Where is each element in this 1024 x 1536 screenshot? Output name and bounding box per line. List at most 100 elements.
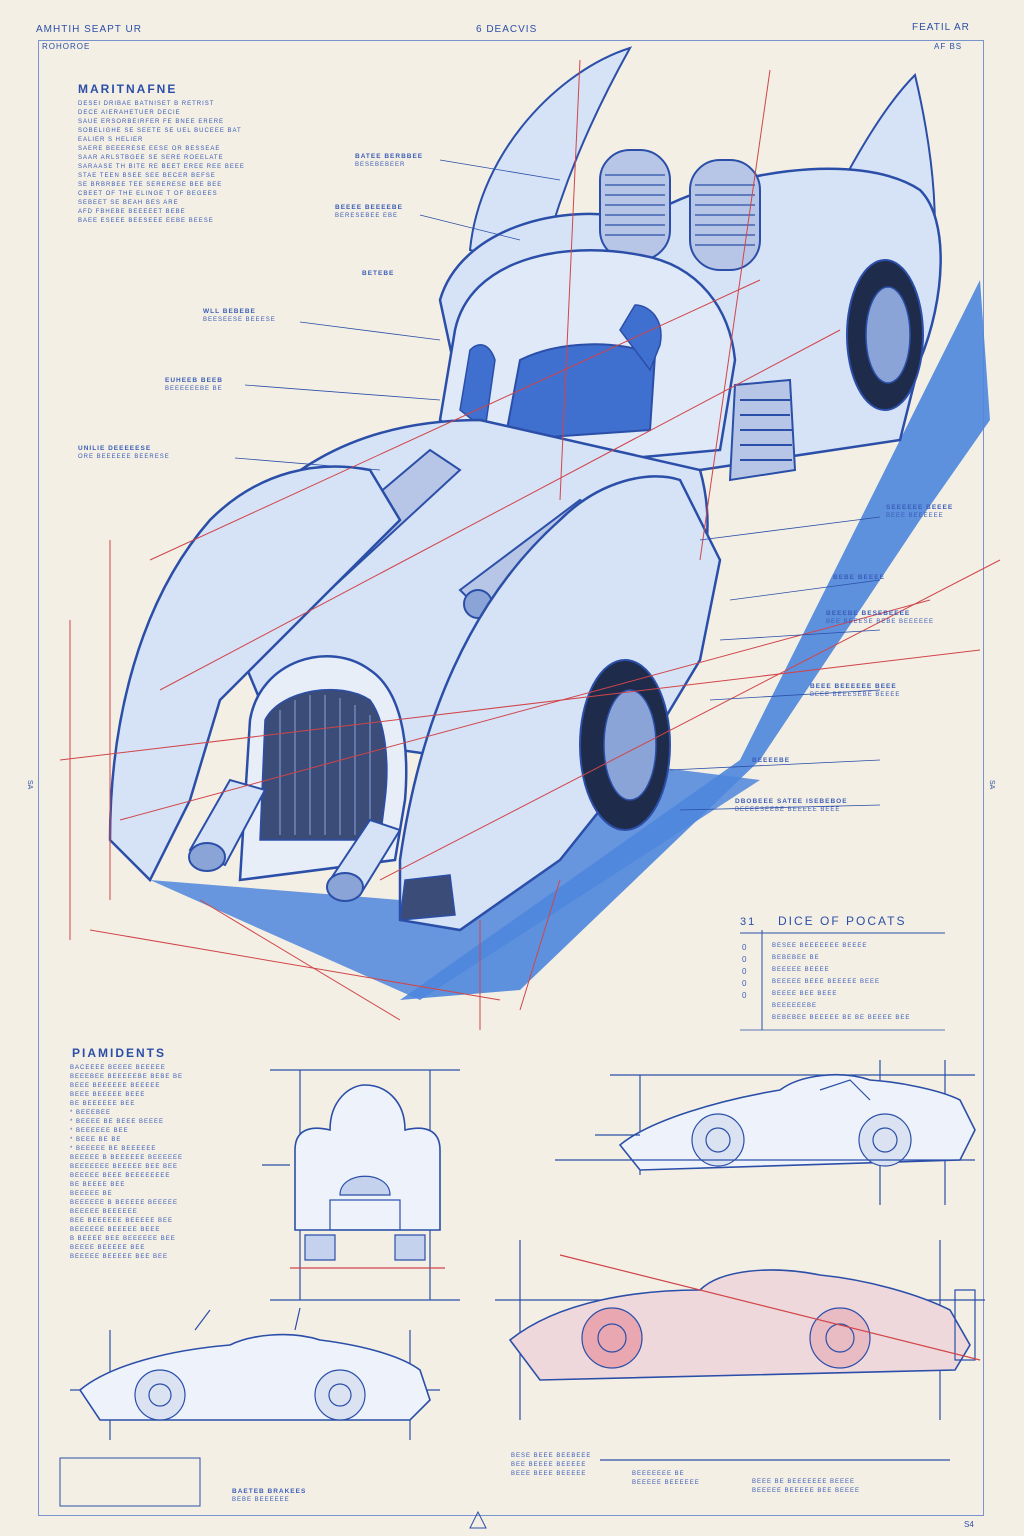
main-notes-line: CBEET OF THE ELINGE T OF BEGEES <box>78 191 218 197</box>
footer-line: BEEEEEEE BE <box>632 1471 685 1477</box>
bottom-notes-line: * BEEEE BE BEEE BEEEE <box>70 1119 165 1125</box>
callout-7: SEEEEEE BEEEE BEEE BEEEEEE <box>886 504 953 520</box>
callout-10-sub: BEEE BEEESEBE BEEEE <box>810 692 901 698</box>
left-front-fender <box>108 465 402 883</box>
callout-11-head: BEEEEBE <box>752 757 791 764</box>
main-notes-line: SAAR ARLSTBGEE SE SERE ROEELATE <box>78 155 224 161</box>
spec-box-line: BEBEBEE BEEEEE BE BE BEEEE BEE <box>772 1015 911 1021</box>
callout-4: WLL BEBEBE BEESEESE BEEESE <box>203 308 276 324</box>
bottom-notes-line: * BEEEEEE BEE <box>70 1128 129 1134</box>
spec-box-line: BEEEEE BEEE BEEEEE BEEE <box>772 979 881 985</box>
drawing-frame <box>38 40 984 1516</box>
header-top-center: 6 DEACVIS <box>476 24 538 35</box>
side-window-left <box>459 344 496 432</box>
callout-11: BEEEEBE <box>752 757 790 765</box>
bottom-notes-line: BEEEEEE B BEEEEE BEEEEE <box>70 1200 179 1206</box>
footer-line: BEEEEE BEEEEE BEE BEEEE <box>752 1488 861 1494</box>
bottom-notes-line: * BEEEEE BE BEEEEEE <box>70 1146 157 1152</box>
spec-box-index: 31 <box>740 916 757 928</box>
bottom-notes-line: BEEE BEEEEEE BEEEEE <box>70 1083 161 1089</box>
main-notes-line: DESEI DRIBAE BATNISET B RETRIST <box>78 101 215 107</box>
bottom-notes-line: BEEE BEEEEE BEEE <box>70 1092 146 1098</box>
spec-box-title: DICE OF POCATS <box>778 914 907 928</box>
front-view-drawing <box>262 1069 460 1301</box>
footer-block-3: BEEEEEEE BE BEEEEE BEEEEEE <box>632 1470 700 1488</box>
left-margin-mark: SA <box>26 780 33 790</box>
callout-7-head: SEEEEEE BEEEE <box>886 504 954 511</box>
spec-box-bullet: 0 <box>742 967 748 976</box>
main-notes-line: SE BRBRBEE TEE SERERESE BEE BEE <box>78 182 223 188</box>
footer-line: BEEE BE BEEEEEEE BEEEE <box>752 1479 856 1485</box>
callout-6: UNILIE DEEEEESE ORE BEEEEEE BEERESE <box>78 445 170 461</box>
spec-box-line: BEEEE BEE BEEE <box>772 991 838 997</box>
callout-5: EUHEEB BEEB BEEEEEEBE BE <box>165 377 223 393</box>
bottom-notes-line: BEEEEE BEEEEEE <box>70 1209 138 1215</box>
red-construction-lines <box>59 59 1001 1030</box>
callout-5-sub: BEEEEEEBE BE <box>165 386 223 392</box>
spec-box-line: BEBEBEE BE <box>772 955 820 961</box>
callout-2: BEEEE BEEEEBE BERESEBEE EBE <box>335 204 403 220</box>
main-notes-line: SAERE BEEERESE EESE OR BESSEAE <box>78 146 221 152</box>
bottom-notes-line: BEEEEEE BEEEEE BEEE <box>70 1227 161 1233</box>
main-notes-line: SEBEET SE BEAH BES ARE <box>78 200 179 206</box>
footer-block-1: BAETEB BRAKEES BEBE BEEEEEE <box>232 1488 306 1504</box>
callout-3: BETEBE <box>362 270 394 278</box>
grille-bars <box>279 695 371 835</box>
spec-box-bullet: 0 <box>742 955 748 964</box>
callout-8-head: BEBE BEEEE <box>833 574 885 581</box>
main-notes-line: SARAASE TH BITE RE BEET EREE REE BEEE <box>78 164 245 170</box>
callout-4-head: WLL BEBEBE <box>203 308 256 315</box>
callout-10-head: BEEE BEEEEEE BEEE <box>810 683 897 690</box>
right-margin-mark: SA <box>988 780 995 790</box>
bottom-notes-line: BEEEEEEE BEEEEE BEE BEE <box>70 1164 179 1170</box>
rear-right-hub <box>865 286 911 384</box>
side-view-drawing-top <box>555 1060 976 1205</box>
main-notes-line: SAUE ERSORBEIRFER FE BNEE ERERE <box>78 119 225 125</box>
spec-box-bullet: 0 <box>742 943 748 952</box>
header-top-left-sub: ROHOROE <box>42 42 91 51</box>
header-top-left: AMHTIH SEAPT UR <box>36 24 142 35</box>
bottom-notes-line: BEEEBEE BEEEEEBE BEBE BE <box>70 1074 184 1080</box>
side-window-right <box>619 304 662 372</box>
callout-4-sub: BEESEESE BEEESE <box>203 317 276 323</box>
main-notes-line: EALIER S HELIER <box>78 137 144 143</box>
callout-9: BEEEBE BESEBEEEE BEE BEEESE BEBE BEEEEEE <box>826 610 934 626</box>
footer-block-1-head: BAETEB BRAKEES <box>232 1488 307 1495</box>
main-notes-title: MARITNAFNE <box>78 82 178 96</box>
callout-6-sub: ORE BEEEEEE BEERESE <box>78 454 170 460</box>
callout-5-head: EUHEEB BEEB <box>165 377 223 384</box>
bottom-notes-line: BEE BEEEEEE BEEEEE BEE <box>70 1218 174 1224</box>
footer-line: BEE BEEEE BEEEEE <box>511 1462 587 1468</box>
bottom-notes-line: BE BEEEEEE BEE <box>70 1101 136 1107</box>
bottom-notes-line: * BEEEBEE <box>70 1110 112 1116</box>
leader-lines <box>234 159 881 811</box>
callout-2-head: BEEEE BEEEEBE <box>335 204 403 211</box>
footer-block-4: BEEE BE BEEEEEEE BEEEE BEEEEE BEEEEE BEE … <box>752 1478 860 1496</box>
callout-9-sub: BEE BEEESE BEBE BEEEEEE <box>826 619 935 625</box>
main-notes-line: STAE TEEN BSEE SEE BECER BEFSE <box>78 173 216 179</box>
callout-12-sub: BEEEESEEBE BEEEEE BEEE <box>735 807 841 813</box>
main-notes-line: BAEE ESEEE BEESEEE EEBE BEESE <box>78 218 214 224</box>
callout-12-head: DBOBEEE SATEE ISEBEBOE <box>735 798 848 805</box>
callout-1-sub: BESEBEBEER <box>355 162 406 168</box>
callout-12: DBOBEEE SATEE ISEBEBOE BEEEESEEBE BEEEEE… <box>735 798 848 814</box>
footer-line: BEEEEE BEEEEEE <box>632 1480 700 1486</box>
bottom-notes-line: BEEEEE BEEE BEEEEEEEE <box>70 1173 171 1179</box>
front-exhaust-pipes <box>188 778 402 902</box>
spec-box-bullet: 0 <box>742 979 748 988</box>
side-vents <box>728 378 797 482</box>
callout-6-head: UNILIE DEEEEESE <box>78 445 152 452</box>
callout-1-head: BATEE BERBBEE <box>355 153 424 160</box>
headlight <box>399 874 456 921</box>
bottom-notes-line: BEEEEE B BEEEEEE BEEEEEE <box>70 1155 184 1161</box>
bottom-notes-line: BE BEEEE BEE <box>70 1182 126 1188</box>
spec-box-line: BEEEEE BEEEE <box>772 967 830 973</box>
